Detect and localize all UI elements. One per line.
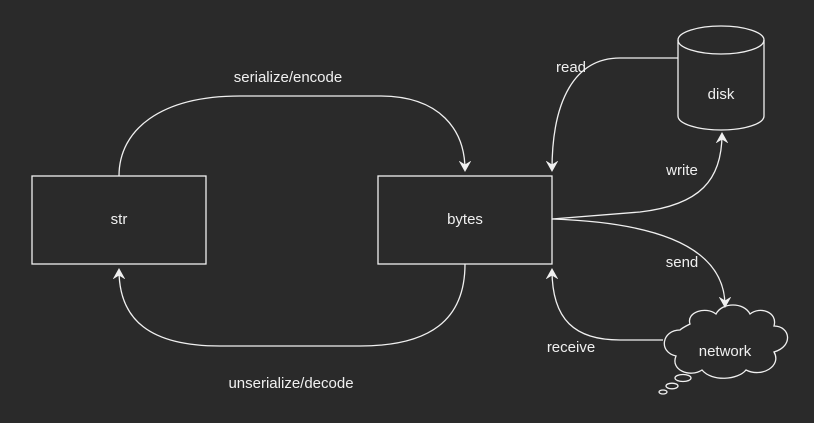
node-disk-label: disk: [708, 86, 735, 103]
edge-label-write: write: [665, 162, 698, 179]
edge-serialize: [118, 95, 465, 177]
edge-read: [552, 57, 678, 170]
edge-label-read: read: [556, 59, 586, 76]
edge-label-send: send: [666, 254, 699, 271]
node-bytes-label: bytes: [447, 211, 483, 228]
node-str-box: [31, 175, 207, 265]
node-network-cloud: [658, 304, 789, 395]
edge-write: [551, 134, 722, 220]
edge-label-serialize: serialize/encode: [234, 69, 342, 86]
edge-receive: [552, 270, 663, 341]
edge-label-unserialize: unserialize/decode: [228, 375, 353, 392]
node-disk-cylinder: [677, 25, 765, 131]
node-str-label: str: [111, 211, 128, 228]
node-bytes-box: [377, 175, 553, 265]
edge-send: [551, 218, 725, 306]
edge-unserialize: [119, 263, 466, 347]
edge-label-receive: receive: [547, 339, 595, 356]
node-network-label: network: [699, 343, 752, 360]
